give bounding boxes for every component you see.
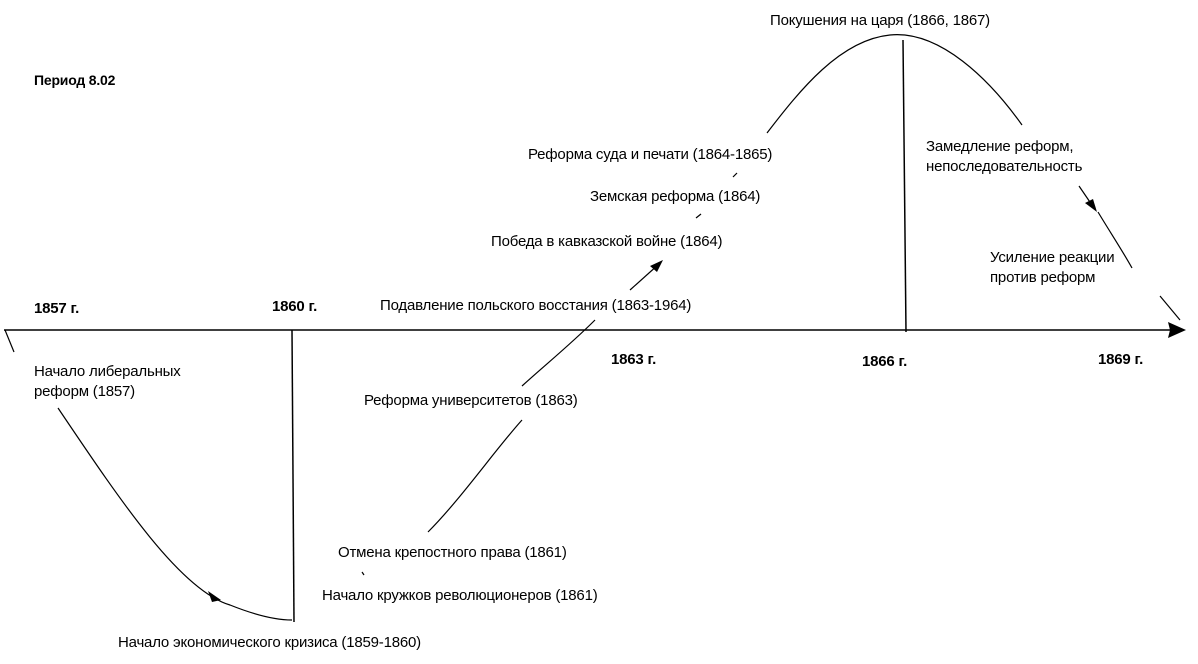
event-polish-uprising: Подавление польского восстания (1863-196…	[380, 297, 692, 314]
event-economic-crisis: Начало экономического кризиса (1859-1860…	[118, 634, 421, 651]
curve-end	[1159, 295, 1181, 321]
dot-1861	[361, 571, 365, 576]
curve-decline	[57, 407, 293, 621]
event-reform-slowdown: Замедление реформ, непоследовательность	[926, 137, 1082, 177]
year-1857: 1857 г.	[34, 300, 80, 317]
event-tsar-attempts: Покушения на царя (1866, 1867)	[770, 12, 990, 29]
event-liberal-reforms-line1: Начало либеральных	[34, 363, 181, 380]
event-reaction-increase-line2: против реформ	[990, 269, 1096, 286]
dash-zemstvo	[695, 213, 702, 219]
curve-rise-middle	[521, 319, 596, 387]
year-1869: 1869 г.	[1098, 351, 1144, 368]
start-tick	[4, 329, 15, 353]
event-reaction-increase: Усиление реакции против реформ	[990, 248, 1115, 288]
event-liberal-reforms-line2: реформ (1857)	[34, 383, 135, 400]
year-1863: 1863 г.	[611, 351, 657, 368]
event-caucasus-victory: Победа в кавказской войне (1864)	[491, 233, 723, 250]
axis-arrowhead	[1168, 322, 1186, 338]
year-1860: 1860 г.	[272, 298, 318, 315]
event-university-reform: Реформа университетов (1863)	[364, 392, 578, 409]
dash-court	[732, 172, 738, 178]
event-zemstvo-reform: Земская реформа (1864)	[590, 188, 761, 205]
marker-1866	[902, 39, 907, 333]
event-reform-slowdown-line1: Замедление реформ,	[926, 138, 1074, 155]
curve-rise-lower	[427, 419, 523, 533]
marker-1860	[291, 329, 295, 623]
curve-tail	[1097, 211, 1133, 269]
event-serfdom-abolition: Отмена крепостного права (1861)	[338, 544, 567, 561]
decline-arrow	[208, 591, 221, 602]
event-revolutionary-circles: Начало кружков революционеров (1861)	[322, 587, 598, 604]
event-liberal-reforms: Начало либеральных реформ (1857)	[34, 362, 181, 402]
event-court-press-reform: Реформа суда и печати (1864-1865)	[528, 146, 773, 163]
year-1866: 1866 г.	[862, 353, 908, 370]
period-title: Период 8.02	[34, 72, 116, 88]
event-reaction-increase-line1: Усиление реакции	[990, 249, 1115, 266]
rise-arrow	[650, 260, 663, 272]
event-reform-slowdown-line2: непоследовательность	[926, 158, 1083, 175]
decline-arrow-2	[1085, 199, 1097, 212]
curve-peak	[766, 34, 1023, 134]
